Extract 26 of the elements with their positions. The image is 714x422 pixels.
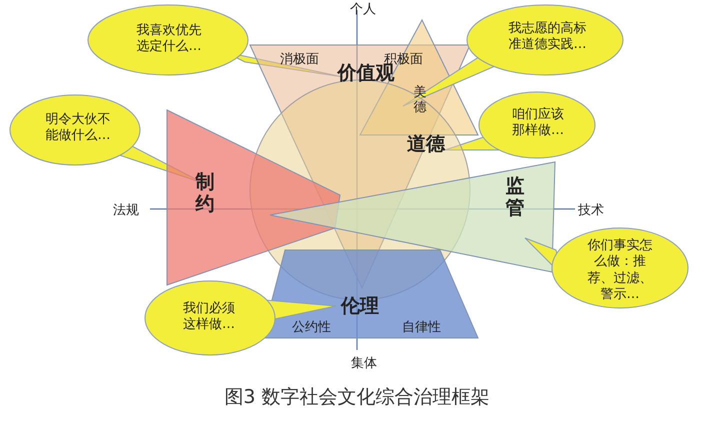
bubble-text: 明令大伙不能做什么… — [44, 112, 112, 144]
bubble-text: 咱们应该那样做… — [511, 107, 565, 140]
shape-label: 价值观 — [336, 62, 394, 86]
constraint-wedge — [167, 110, 340, 285]
shape-label: 监管 — [504, 176, 526, 220]
shape-label: 制约 — [194, 172, 216, 216]
axis-label: 技术 — [578, 202, 604, 219]
bubble-text: 你们事实怎么做：推荐、过滤、警示… — [586, 238, 654, 303]
speech-bubble — [145, 280, 337, 356]
property-label: 公约性 — [292, 319, 331, 336]
axis-label: 集体 — [351, 355, 377, 372]
figure-caption: 图3 数字社会文化综合治理框架 — [223, 385, 491, 410]
bubble-text: 我志愿的高标准道德实践… — [508, 21, 588, 54]
shape-label: 伦理 — [340, 295, 380, 319]
supervision-wedge — [270, 160, 555, 272]
property-label: 自律性 — [402, 319, 441, 336]
speech-bubble — [524, 226, 690, 310]
shape-label: 美德 — [412, 86, 428, 116]
shape-label: 道德 — [406, 133, 446, 157]
ethics-trapezoid — [262, 250, 478, 338]
bubble-text: 我们必须这样做… — [182, 301, 236, 334]
axis-label: 法规 — [113, 202, 139, 219]
side-label: 消极面 — [280, 51, 319, 68]
bubble-text: 我喜欢优先选定什么… — [136, 23, 202, 56]
speech-bubble — [444, 91, 596, 158]
axis-label: 个人 — [350, 1, 376, 18]
